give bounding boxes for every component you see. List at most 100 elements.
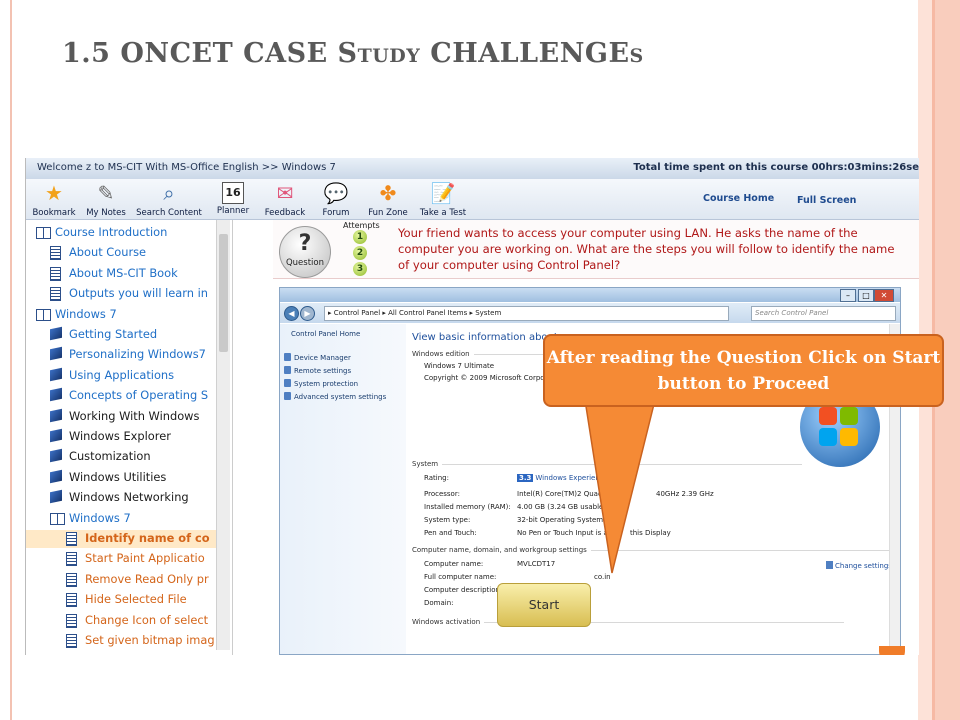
page-icon <box>66 613 77 628</box>
attempt-3-badge: 3 <box>353 262 367 276</box>
scrollbar-thumb[interactable] <box>219 234 228 352</box>
ram-value: 4.00 GB (3.24 GB usable) <box>517 503 607 511</box>
breadcrumb[interactable]: ▸ Control Panel ▸ All Control Panel Item… <box>324 306 729 321</box>
time-spent-text: Total time spent on this course 00hrs:03… <box>633 162 919 173</box>
pen-touch-label: Pen and Touch: <box>424 529 477 537</box>
course-tree-item-label: Hide Selected File <box>85 592 187 607</box>
course-tree-scrollbar[interactable] <box>216 220 230 650</box>
system-protection-link[interactable]: System protection <box>284 379 358 388</box>
slide-left-border <box>10 0 12 720</box>
course-tree-item-label: Working With Windows <box>69 408 200 423</box>
app-toolbar: ★ Bookmark ✎ My Notes ⌕ Search Content 1… <box>26 179 919 220</box>
page-icon <box>50 287 61 302</box>
fun-zone-button[interactable]: ✤ Fun Zone <box>368 181 408 218</box>
topic-book-icon <box>50 428 62 443</box>
course-tree-item-label: About MS-CIT Book <box>69 265 178 280</box>
chat-icon: 💬 <box>323 181 349 205</box>
course-tree-item-label: Windows Explorer <box>69 429 171 443</box>
full-screen-link[interactable]: Full Screen <box>797 195 857 206</box>
course-home-link[interactable]: Course Home <box>703 193 775 204</box>
advanced-system-settings-link[interactable]: Advanced system settings <box>284 392 386 401</box>
network-section: Computer name, domain, and workgroup set… <box>412 546 900 554</box>
course-tree-item-label: Set given bitmap imag <box>85 633 215 647</box>
take-a-test-button[interactable]: 📝 Take a Test <box>419 181 467 218</box>
course-tree-item[interactable]: Identify name of co <box>26 530 216 548</box>
question-mark-icon: ? <box>298 231 312 256</box>
welcome-text: Welcome z to MS-CIT With MS-Office Engli… <box>37 162 336 173</box>
topic-book-icon <box>50 489 62 504</box>
course-tree-item-label: About Course <box>69 245 147 260</box>
maximize-button[interactable]: □ <box>858 289 874 302</box>
pen-touch-value: No Pen or Touch Input is avail <box>517 529 621 537</box>
page-icon <box>66 532 77 546</box>
course-tree-item-label: Windows 7 <box>69 510 131 525</box>
address-bar: ◀ ▶ ▸ Control Panel ▸ All Control Panel … <box>280 303 900 323</box>
change-settings-link[interactable]: Change settings <box>826 561 892 570</box>
domain-label: Domain: <box>424 599 454 607</box>
course-tree-item-label: Getting Started <box>69 327 158 341</box>
shield-icon <box>284 392 291 400</box>
feedback-button[interactable]: ✉ Feedback <box>264 181 306 218</box>
computer-name-value: MVLCDT17 <box>517 560 556 568</box>
course-tree-item-label: Concepts of Operating S <box>69 388 209 403</box>
back-arrow-icon[interactable]: ◀ <box>284 306 299 321</box>
experience-index-badge: 3.3 <box>517 474 534 482</box>
copyright-text: Copyright © 2009 Microsoft Corporat <box>424 374 555 382</box>
processor-value: Intel(R) Core(TM)2 Quad CPU <box>517 490 619 498</box>
device-manager-link[interactable]: Device Manager <box>284 353 351 362</box>
shield-icon <box>284 379 291 387</box>
notes-icon: ✎ <box>97 181 115 205</box>
course-tree-item-label: Windows Networking <box>69 490 189 505</box>
forward-arrow-icon[interactable]: ▶ <box>300 306 315 321</box>
attempt-2-badge: 2 <box>353 246 367 260</box>
course-tree-item-label: Windows 7 <box>55 306 117 321</box>
system-type-label: System type: <box>424 516 471 524</box>
topic-book-icon <box>50 326 62 341</box>
question-text: Your friend wants to access your compute… <box>398 226 895 272</box>
page-icon <box>66 552 77 567</box>
magnifier-icon: ⌕ <box>163 181 175 205</box>
search-content-button[interactable]: ⌕ Search Content <box>136 181 202 218</box>
course-tree-item-label: Start Paint Applicatio <box>85 551 205 566</box>
edition-section: Windows edition <box>412 350 831 358</box>
attempt-1-badge: 1 <box>353 230 367 244</box>
course-tree-item-label: Windows Utilities <box>69 469 167 484</box>
page-icon <box>50 246 61 261</box>
control-panel-home-link[interactable]: Control Panel Home <box>291 330 361 338</box>
course-tree-item-label: Remove Read Only pr <box>85 571 209 586</box>
window-titlebar: – □ ✕ <box>280 288 900 302</box>
bookmark-button[interactable]: ★ Bookmark <box>32 181 76 218</box>
instruction-callout: After reading the Question Click on Star… <box>543 334 944 407</box>
open-book-icon <box>50 512 65 525</box>
topic-book-icon <box>50 469 62 484</box>
topic-book-icon <box>50 408 62 422</box>
my-notes-button[interactable]: ✎ My Notes <box>86 181 126 218</box>
page-icon <box>50 266 61 281</box>
processor-label: Processor: <box>424 490 460 498</box>
search-input[interactable]: Search Control Panel <box>751 306 896 321</box>
course-tree-item-label: Customization <box>69 449 151 464</box>
remote-settings-link[interactable]: Remote settings <box>284 366 351 375</box>
window-scrollbar[interactable] <box>889 324 900 654</box>
slide-title: 1.5 ONCET CASE STUDY CHALLENGES <box>62 38 644 69</box>
close-button[interactable]: ✕ <box>874 289 894 302</box>
cpu-speed-value: 40GHz 2.39 GHz <box>656 490 714 498</box>
system-section: System <box>412 460 804 468</box>
start-button[interactable]: Start <box>497 583 591 627</box>
forum-button[interactable]: 💬 Forum <box>322 181 350 218</box>
topic-book-icon <box>50 367 62 382</box>
page-icon <box>66 572 77 587</box>
shield-icon <box>284 366 291 374</box>
minimize-button[interactable]: – <box>840 289 856 302</box>
test-icon: 📝 <box>430 181 456 205</box>
pen-touch-suffix: this Display <box>630 529 671 537</box>
puzzle-icon: ✤ <box>379 181 397 205</box>
window-left-pane: Control Panel Home Device Manager Remote… <box>280 324 406 654</box>
planner-button[interactable]: 16 Planner <box>209 180 257 216</box>
system-heading: View basic information about yo <box>412 332 574 343</box>
question-button[interactable]: ? Question <box>279 226 331 278</box>
topic-book-icon <box>50 387 62 402</box>
course-tree-item-label: Using Applications <box>69 367 175 382</box>
